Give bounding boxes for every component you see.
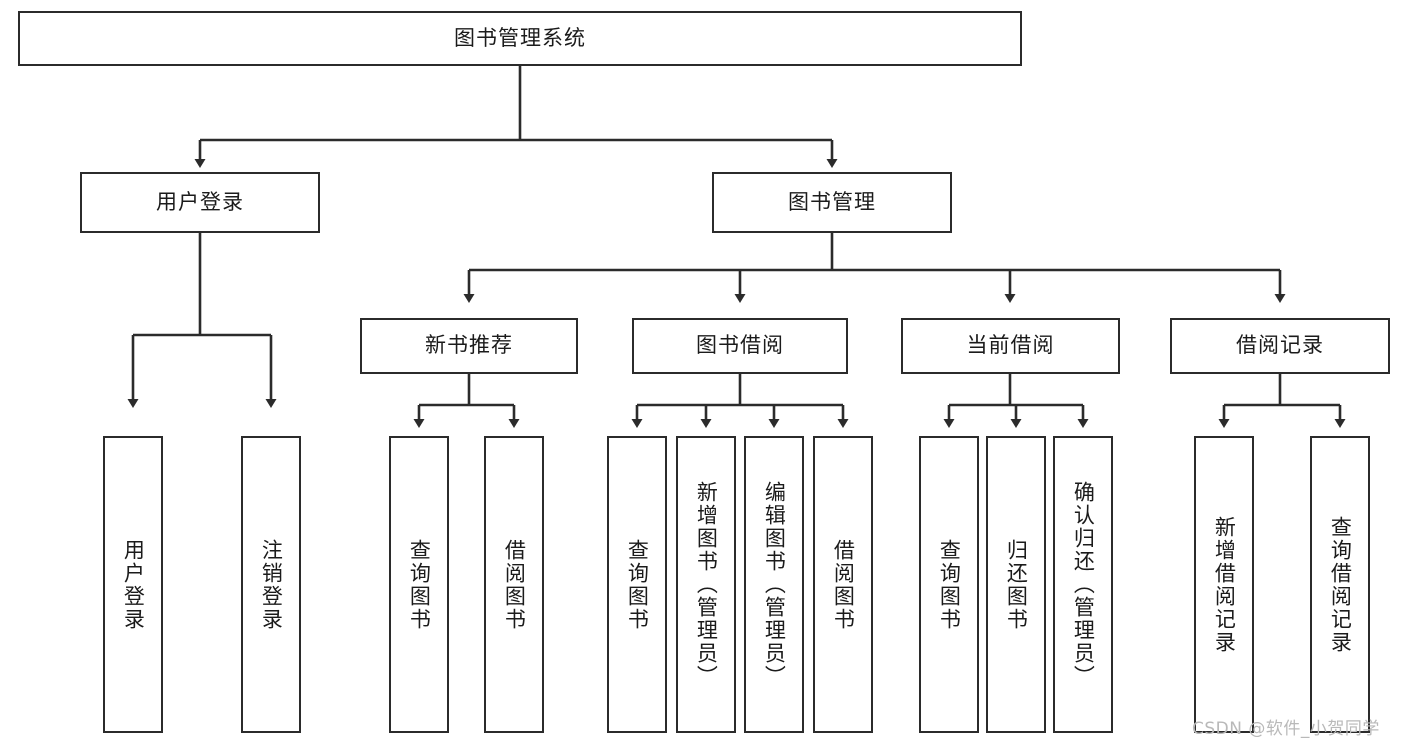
leaf-query-book-1[interactable]: 查询图书 (389, 436, 449, 733)
leaf-add-record[interactable]: 新增借阅记录 (1194, 436, 1254, 733)
leaf-borrow-book-1[interactable]: 借阅图书 (484, 436, 544, 733)
node-new-book-recommend[interactable]: 新书推荐 (360, 318, 578, 374)
node-label: 查询图书 (625, 538, 650, 631)
node-label: 注销登录 (259, 538, 284, 631)
node-label: 新增借阅记录 (1212, 515, 1237, 654)
leaf-borrow-book-2[interactable]: 借阅图书 (813, 436, 873, 733)
node-borrow-record[interactable]: 借阅记录 (1170, 318, 1390, 374)
leaf-query-record[interactable]: 查询借阅记录 (1310, 436, 1370, 733)
leaf-query-book-2[interactable]: 查询图书 (607, 436, 667, 733)
leaf-query-book-3[interactable]: 查询图书 (919, 436, 979, 733)
node-label: 归还图书 (1004, 538, 1029, 631)
node-label: 图书管理系统 (454, 25, 586, 50)
node-label: 借阅图书 (831, 538, 856, 631)
leaf-user-login[interactable]: 用户登录 (103, 436, 163, 733)
node-label: 新增图书（管理员） (694, 481, 719, 688)
node-label: 查询图书 (407, 538, 432, 631)
leaf-confirm-return[interactable]: 确认归还（管理员） (1053, 436, 1113, 733)
node-label: 确认归还（管理员） (1071, 481, 1096, 688)
node-label: 图书管理 (788, 189, 876, 214)
node-label: 用户登录 (156, 189, 244, 214)
leaf-edit-book[interactable]: 编辑图书（管理员） (744, 436, 804, 733)
node-label: 图书借阅 (696, 333, 784, 358)
node-label: 借阅记录 (1236, 333, 1324, 358)
leaf-add-book[interactable]: 新增图书（管理员） (676, 436, 736, 733)
leaf-return-book[interactable]: 归还图书 (986, 436, 1046, 733)
node-label: 查询图书 (937, 538, 962, 631)
leaf-logout-login[interactable]: 注销登录 (241, 436, 301, 733)
node-label: 用户登录 (121, 538, 146, 631)
node-book-management[interactable]: 图书管理 (712, 172, 952, 233)
node-book-borrow[interactable]: 图书借阅 (632, 318, 848, 374)
node-user-login[interactable]: 用户登录 (80, 172, 320, 233)
node-label: 查询借阅记录 (1328, 515, 1353, 654)
node-label: 新书推荐 (425, 333, 513, 358)
node-label: 借阅图书 (502, 538, 527, 631)
node-book-management-system[interactable]: 图书管理系统 (18, 11, 1022, 66)
node-current-borrow[interactable]: 当前借阅 (901, 318, 1120, 374)
node-label: 编辑图书（管理员） (762, 481, 787, 688)
node-label: 当前借阅 (966, 333, 1055, 358)
csdn-watermark: CSDN @软件_小贺同学 (1192, 719, 1380, 739)
